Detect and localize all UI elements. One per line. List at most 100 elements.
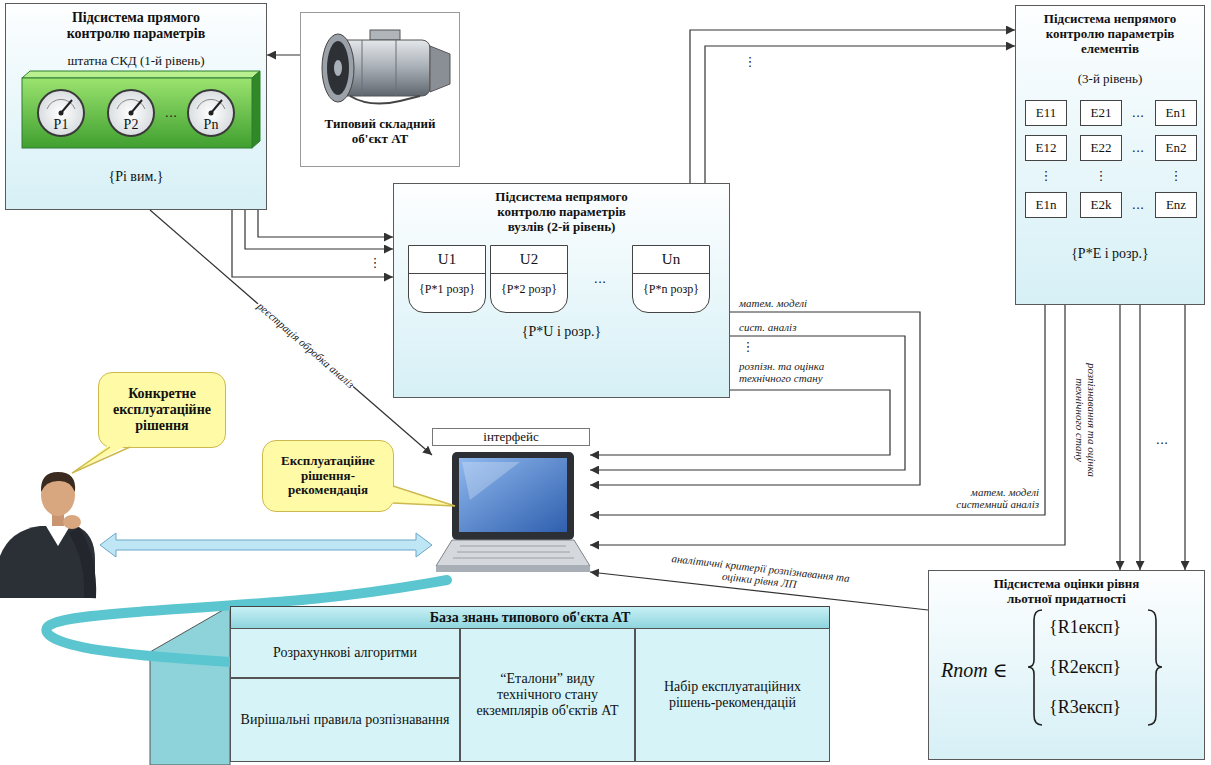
unit-box: U2{P*2 розр} <box>490 245 568 313</box>
node-text: Розрахункові алгоритми <box>273 645 417 661</box>
gauge-dial <box>38 90 234 136</box>
node-text: U1 <box>409 246 485 274</box>
gauge-dial-part <box>61 100 72 113</box>
element-box: E2k <box>1080 192 1122 218</box>
person-illustration-part <box>52 512 64 526</box>
ellipsis-mark: ⋮ <box>1040 169 1053 183</box>
connector-arrow <box>232 210 393 277</box>
person-illustration-part <box>41 472 75 492</box>
gauge-dial-part <box>129 111 134 116</box>
ellipsis-mark: ⋮ <box>369 256 382 270</box>
gauge-dial-part <box>131 100 142 113</box>
subsystem-box: Підсистема прямого контролю параметрів шт… <box>5 3 267 210</box>
node-text: {R1експ} <box>1049 617 1121 638</box>
node-text: {P*E i розр.} <box>1020 246 1200 262</box>
laptop-illustration-part <box>452 452 574 540</box>
engine-illustration-part <box>322 34 354 102</box>
node-text: Конкретне експлуатаційне рішення <box>104 386 220 434</box>
edge-label: аналітичні критерії розпізнавання та оці… <box>663 551 856 596</box>
subsystem-box: Підсистема непрямого контролю параметрів… <box>1015 5 1205 305</box>
callout-tail-part <box>390 486 455 506</box>
knowledge-cell: Розрахункові алгоритми <box>230 628 460 678</box>
person-illustration-part <box>46 526 70 546</box>
person-illustration-part <box>63 515 81 529</box>
sensor-gauge: Pn <box>186 88 236 138</box>
ellipsis-mark: ... <box>1132 106 1144 120</box>
interface-terminal: інтерфейс <box>432 428 590 580</box>
node-text: Pn <box>204 117 219 133</box>
node-text: {R2експ} <box>1049 657 1121 678</box>
connector-arrow <box>1139 305 1140 570</box>
formula-brace-part <box>1148 610 1162 725</box>
person-illustration-part <box>0 526 95 598</box>
connector-arrow <box>245 210 393 249</box>
connector-arrow <box>267 54 300 55</box>
ellipsis-mark: ... <box>1156 433 1168 447</box>
sensor-panel-part <box>252 71 260 148</box>
gauge-dial-part <box>108 90 154 136</box>
knowledge-base: База знань типового об'єкта АТ Розрахунко… <box>230 606 830 762</box>
gauge-dial-part <box>197 99 225 109</box>
edge-label: матем. моделі <box>738 297 888 309</box>
edge-label: матем. моделі системний аналіз <box>928 486 1040 510</box>
ellipsis-mark: ... <box>165 106 177 120</box>
ellipsis-mark: ⋮ <box>1170 169 1183 183</box>
node-text: {Pi вим.} <box>16 169 256 185</box>
node-text: Набір експлуатаційних рішень-рекомендаці… <box>644 679 821 711</box>
engine-illustration-part <box>338 40 430 96</box>
gauge-dial-part <box>209 111 214 116</box>
node-text: E11 <box>1036 106 1056 121</box>
connector-arrow <box>1184 305 1185 570</box>
person-illustration-part <box>41 474 75 516</box>
node-text: U2 <box>491 246 567 274</box>
laptop-illustration <box>436 452 590 572</box>
gauge-dial-part <box>59 111 64 116</box>
knowledge-cell: Вирішальні правила розпізнавання <box>230 678 460 762</box>
sensor-panel <box>22 71 260 148</box>
element-box: Enz <box>1155 192 1197 218</box>
laptop-illustration-part <box>462 462 520 500</box>
laptop-illustration-part <box>436 540 590 566</box>
heading: Підсистема прямого контролю параметрів <box>49 10 224 42</box>
node-text: {R3експ} <box>1049 697 1121 718</box>
connector-arrow <box>258 210 393 237</box>
unit-box: U1{P*1 розр} <box>408 245 486 313</box>
element-box: E11 <box>1025 100 1067 126</box>
element-box: En2 <box>1155 135 1197 161</box>
gauge-dial-part <box>188 90 234 136</box>
double-arrow-part <box>100 533 432 557</box>
element-box: E12 <box>1025 135 1067 161</box>
engine-illustration-part <box>362 40 396 96</box>
node-text: Експлуатаційне рішення-рекомендація <box>268 454 388 499</box>
sensor-gauge: P1 <box>36 88 86 138</box>
object-box: Типовий складний об'єкт АТ <box>300 12 460 167</box>
laptop-illustration-part <box>453 546 574 558</box>
connector-arrow <box>590 390 890 455</box>
element-box: E21 <box>1080 100 1122 126</box>
knowledge-cell: “Еталони” виду технічного стану екземпля… <box>460 628 635 762</box>
subsystem-box: Підсистема оцінки рівня льотної придатно… <box>928 570 1205 760</box>
double-arrow <box>100 533 432 557</box>
element-box: E22 <box>1080 135 1122 161</box>
ellipsis-mark: ⋮ <box>1095 169 1108 183</box>
connector-arrow <box>1119 305 1120 570</box>
node-text: {P*2 розр} <box>491 274 567 297</box>
node-text: E2k <box>1091 198 1112 213</box>
node-text: (3-й рівень) <box>1020 72 1200 87</box>
connector-arrow <box>705 46 1015 183</box>
ellipsis-mark: ⋮ <box>744 55 757 69</box>
callout-tail <box>72 444 455 506</box>
engine-illustration <box>322 30 450 104</box>
speech-callout: Конкретне експлуатаційне рішення <box>98 372 226 448</box>
node-text: E12 <box>1036 141 1057 156</box>
node-text: “Еталони” виду технічного стану екземпля… <box>469 671 626 719</box>
node-text: {P*1 розр} <box>409 274 485 297</box>
heading: База знань типового об'єкта АТ <box>231 607 829 629</box>
heading: Підсистема непрямого контролю параметрів… <box>1022 12 1198 57</box>
callout-tail-part <box>393 486 455 506</box>
node-text: штатна СКД (1-й рівень) <box>16 54 256 69</box>
formula-brace-part <box>1028 610 1042 725</box>
engine-illustration-part <box>334 60 342 76</box>
